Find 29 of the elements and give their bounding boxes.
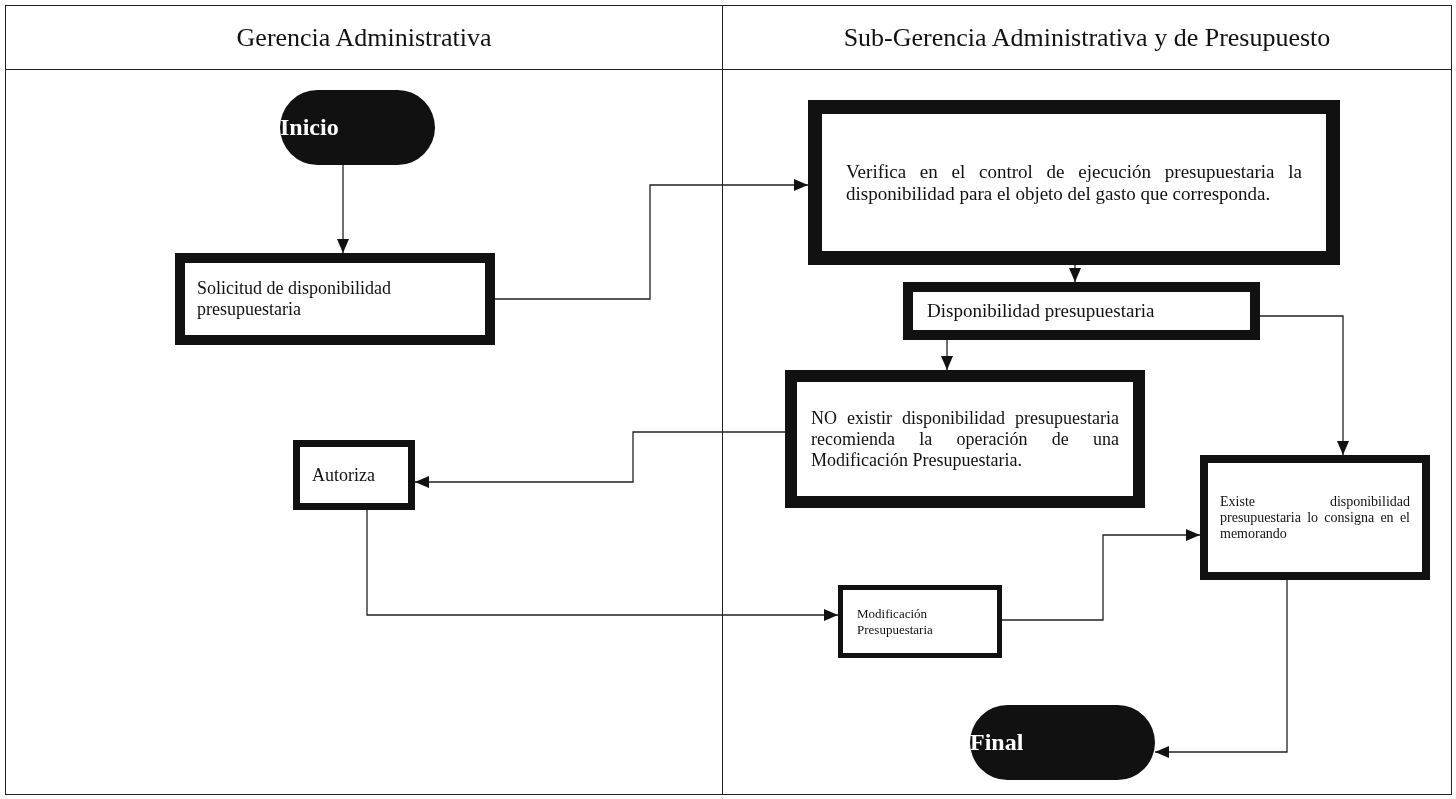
- process-box: [808, 100, 1340, 265]
- step-text: NO existir disponibilidad presupuestaria recomienda la operación de una Modificación Presupuestaria.: [811, 407, 1119, 471]
- step-text: Autoriza: [312, 464, 376, 486]
- arrow: [1154, 579, 1288, 758]
- step-text: Modificación Presupuestaria: [857, 605, 934, 638]
- terminal-label: Final: [970, 729, 1025, 756]
- arrow: [366, 509, 839, 621]
- step-text: Verifica en el control de ejecución presupuestaria la disponibilidad para el objeto del gasto que corresponda.: [846, 160, 1302, 205]
- step-text: Solicitud de disponibilidad presupuestaria: [197, 278, 392, 320]
- arrow: [1069, 264, 1081, 283]
- lane-title: Sub-Gerencia Administrativa y de Presupuesto: [843, 22, 1331, 53]
- process-box: [785, 370, 1145, 508]
- swimlane: [5, 5, 723, 795]
- arrow: [414, 431, 786, 488]
- process-box: [1200, 455, 1430, 580]
- step-text: Disponibilidad presupuestaria: [927, 300, 1156, 322]
- arrow: [337, 164, 349, 254]
- process-box: [903, 282, 1260, 340]
- swimlane: [722, 5, 1452, 795]
- process-box: [838, 585, 1002, 658]
- arrow: [494, 179, 809, 300]
- lane-title: Gerencia Administrativa: [236, 22, 492, 53]
- terminal-label: Inicio: [280, 114, 340, 141]
- process-box: [175, 253, 495, 345]
- arrow: [1259, 315, 1349, 456]
- step-text: Existe disponibilidad presupuestaria lo consigna en el memorando: [1220, 493, 1410, 542]
- arrow: [941, 339, 953, 371]
- process-box: [293, 440, 415, 510]
- arrow: [1001, 529, 1201, 621]
